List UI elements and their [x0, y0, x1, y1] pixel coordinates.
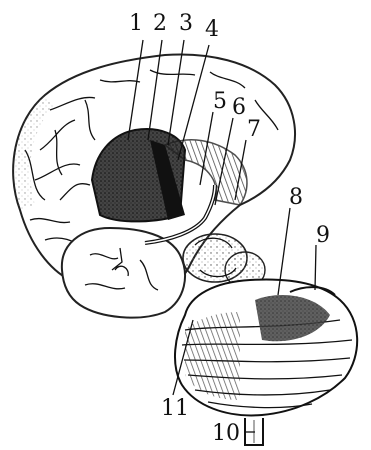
label-5: 5	[213, 89, 227, 114]
label-9: 9	[316, 223, 330, 248]
label-3: 3	[179, 11, 193, 36]
label-11: 11	[161, 396, 189, 421]
label-7: 7	[247, 117, 261, 142]
label-8: 8	[289, 185, 303, 210]
label-1: 1	[129, 11, 143, 36]
temporal-lobe	[62, 228, 185, 318]
label-4: 4	[205, 17, 219, 42]
label-6: 6	[232, 95, 246, 120]
label-2: 2	[153, 11, 167, 36]
label-10: 10	[212, 421, 240, 446]
cerebellum	[175, 280, 357, 416]
